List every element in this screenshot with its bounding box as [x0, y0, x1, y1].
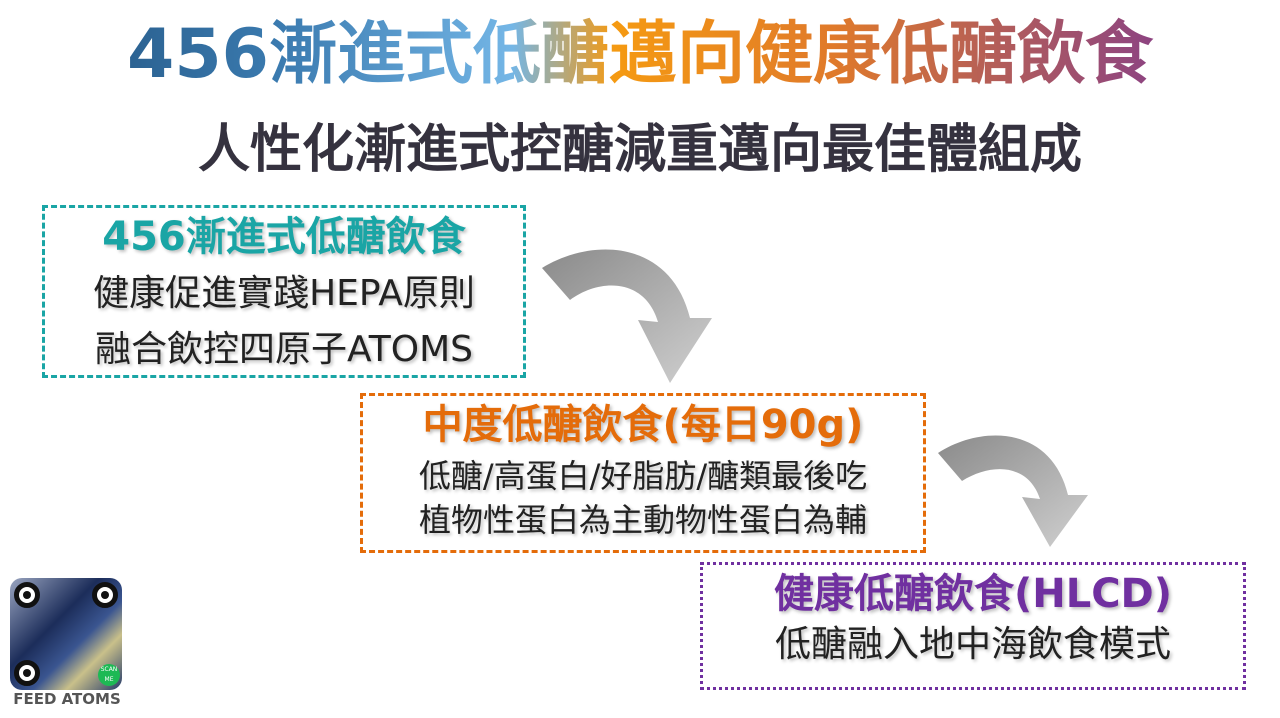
step-3-box: 健康低醣飲食(HLCD) 低醣融入地中海飲食模式 [700, 562, 1246, 690]
step-3-line-1: 低醣融入地中海飲食模式 [774, 624, 1171, 665]
step-1-box: 456漸進式低醣飲食 健康促進實踐HEPA原則 融合飲控四原子ATOMS [42, 205, 526, 378]
slide-subtitle: 人性化漸進式控醣減重邁向最佳體組成 [197, 120, 1082, 180]
curved-arrow-icon [938, 435, 1088, 547]
step-3-heading: 健康低醣飲食(HLCD) [773, 571, 1173, 617]
scan-me-badge: SCAN ME [98, 664, 120, 686]
qr-caption: FEED ATOMS [13, 690, 121, 708]
curved-arrow-icon [542, 249, 712, 383]
step-1-line-1: 健康促進實踐HEPA原則 [93, 273, 475, 314]
step-1-line-2: 融合飲控四原子ATOMS [94, 329, 474, 370]
qr-code[interactable]: SCAN ME [10, 578, 122, 690]
step-2-line-1: 低醣/高蛋白/好脂肪/醣類最後吃 [418, 457, 868, 495]
step-2-box: 中度低醣飲食(每日90g) 低醣/高蛋白/好脂肪/醣類最後吃 植物性蛋白為主動物… [360, 393, 926, 553]
step-2-heading: 中度低醣飲食(每日90g) [422, 402, 864, 448]
qr-finder-icon [14, 582, 40, 608]
qr-finder-icon [92, 582, 118, 608]
step-2-line-2: 植物性蛋白為主動物性蛋白為輔 [418, 501, 867, 539]
slide-title: 456漸進式低醣邁向健康低醣飲食 [0, 10, 1280, 100]
step-1-heading: 456漸進式低醣飲食 [102, 214, 466, 260]
qr-finder-icon [14, 660, 40, 686]
